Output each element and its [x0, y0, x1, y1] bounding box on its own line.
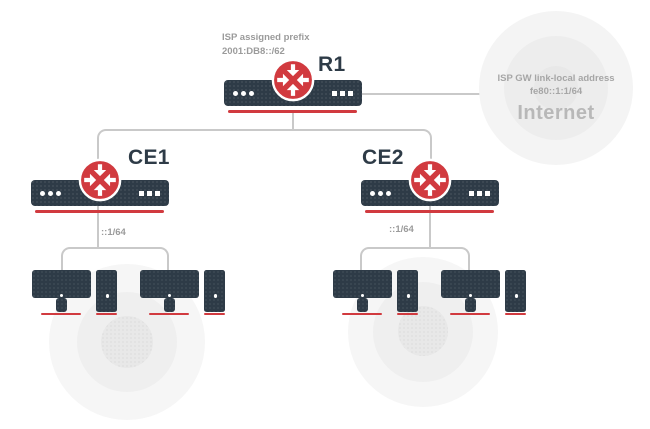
monitor-icon [441, 270, 500, 298]
note-line: 2001:DB8::/62 [222, 45, 285, 57]
r1-prefix-note: ISP assigned prefix 2001:DB8::/62 [222, 31, 309, 59]
link-ce1-to-hosts [61, 247, 169, 271]
note-line: ISP assigned prefix [222, 32, 310, 43]
monitor-stand [465, 297, 476, 312]
tower-icon [96, 270, 117, 312]
link-ce1-stem [97, 201, 99, 249]
router-node-ce1 [31, 158, 169, 214]
router-ports-right [469, 190, 490, 196]
tower-icon [204, 270, 225, 312]
monitor-icon [32, 270, 91, 298]
tower-power-led [514, 294, 518, 298]
tower-power-led [105, 294, 109, 298]
router-label-r1: R1 [318, 53, 346, 76]
link-r1-internet [361, 93, 480, 95]
monitor-icon [333, 270, 392, 298]
workstation-node [140, 270, 226, 316]
ce1-address-note: ::1/64 [101, 227, 126, 238]
red-underline [365, 210, 494, 213]
tower-power-led [406, 294, 410, 298]
cloud-circle [534, 66, 578, 110]
router-node-r1 [224, 58, 362, 114]
red-underline [228, 110, 357, 113]
router-ports-left [233, 90, 254, 96]
workstation-node [32, 270, 118, 316]
monitor-power-led [60, 293, 63, 297]
workstation-node [441, 270, 527, 316]
router-ports-left [370, 190, 391, 196]
tower-icon [397, 270, 418, 312]
internet-label: Internet [517, 101, 595, 124]
monitor-stand [56, 297, 67, 312]
background-circle [398, 306, 448, 356]
router-icon [408, 158, 452, 202]
background-circle [101, 316, 153, 368]
internet-cloud-text: ISP GW link-local address fe80::1:1/64 I… [466, 72, 646, 125]
router-node-ce2 [361, 158, 499, 214]
link-ce2-to-hosts [360, 247, 470, 271]
monitor-power-led [469, 293, 472, 297]
red-underline [41, 312, 81, 315]
router-ports-right [139, 190, 160, 196]
link-r1-to-ce-routers [97, 129, 432, 159]
tower-power-led [213, 294, 217, 298]
isp-gw-note-line: ISP GW link-local address [497, 73, 615, 84]
red-underline [342, 312, 382, 315]
red-underline [35, 210, 164, 213]
router-icon [271, 58, 315, 102]
monitor-power-led [361, 293, 364, 297]
red-underline [450, 312, 490, 315]
router-label-ce2: CE2 [362, 146, 404, 169]
ce2-address-note: ::1/64 [389, 224, 414, 235]
router-ports-left [40, 190, 61, 196]
red-underline [204, 312, 225, 315]
workstation-node [333, 270, 419, 316]
red-underline [397, 312, 418, 315]
tower-icon [505, 270, 526, 312]
link-r1-stem [292, 111, 294, 131]
monitor-power-led [168, 293, 171, 297]
monitor-icon [140, 270, 199, 298]
monitor-stand [164, 297, 175, 312]
monitor-stand [357, 297, 368, 312]
router-icon [78, 158, 122, 202]
link-ce2-stem [429, 201, 431, 249]
router-label-ce1: CE1 [128, 146, 170, 169]
isp-gw-note-line: fe80::1:1/64 [529, 86, 583, 98]
red-underline [96, 312, 117, 315]
red-underline [149, 312, 189, 315]
router-ports-right [332, 90, 353, 96]
red-underline [505, 312, 526, 315]
